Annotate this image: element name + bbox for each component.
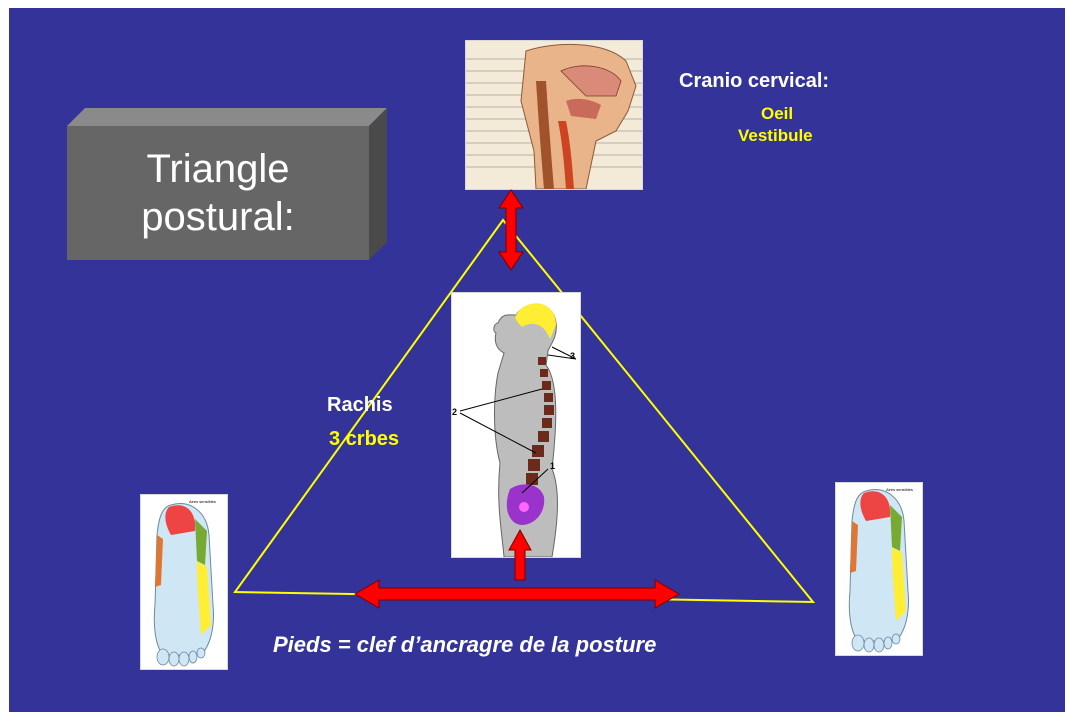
vertical-double-arrow — [497, 188, 525, 272]
cranio-item-oeil: Oeil — [761, 104, 793, 124]
title-box-side — [369, 108, 387, 260]
left-foot-illustration: Aires sensibles — [141, 495, 227, 669]
horizontal-double-arrow — [353, 578, 681, 610]
title-box-top — [67, 108, 387, 126]
rachis-heading: Rachis — [327, 394, 393, 417]
head-neck-anatomy-image — [465, 40, 643, 190]
footer-caption: Pieds = clef d’ancragre de la posture — [273, 632, 833, 658]
up-arrow — [507, 528, 533, 582]
rachis-subheading: 3 crbes — [329, 428, 399, 451]
spine-label-3: 3 — [570, 351, 575, 361]
head-neck-illustration — [466, 41, 642, 189]
left-foot-image: Aires sensibles — [140, 494, 228, 670]
cranio-heading: Cranio cervical: — [679, 70, 899, 93]
right-foot-caption: Aires sensibles — [886, 487, 913, 492]
spine-anatomy-image: 3 2 1 — [451, 292, 581, 558]
right-foot-image: Aires sensibles — [835, 482, 923, 656]
spine-illustration: 3 2 1 — [452, 293, 580, 557]
cranio-item-vestibule: Vestibule — [738, 126, 813, 146]
right-foot-illustration: Aires sensibles — [836, 483, 922, 655]
left-foot-caption: Aires sensibles — [189, 499, 216, 504]
spine-label-2: 2 — [452, 407, 457, 417]
spine-label-1: 1 — [550, 461, 555, 471]
